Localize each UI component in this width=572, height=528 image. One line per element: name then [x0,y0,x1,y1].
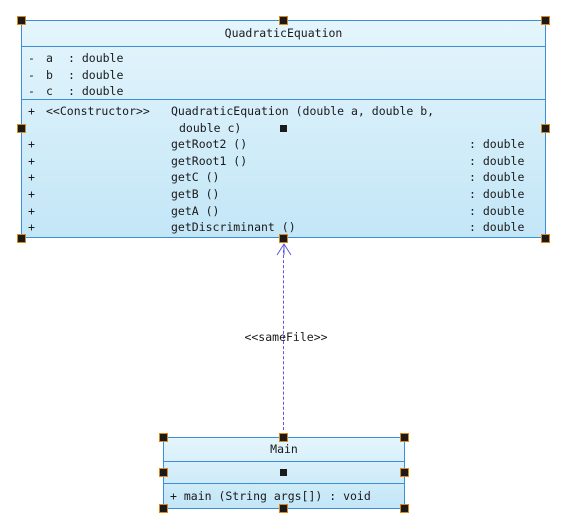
dependency-line[interactable] [283,250,284,430]
method-row[interactable]: + main (String args[]) : void [170,489,371,503]
resize-handle[interactable] [542,17,549,24]
constructor-row[interactable]: + <<Constructor>> QuadraticEquation (dou… [28,104,435,118]
attribute-row[interactable]: - c : double [28,84,124,99]
resize-handle[interactable] [542,235,549,242]
center-handle[interactable] [280,125,287,132]
operation-section: + main (String args[]) : void [164,484,404,509]
constructor-row-continued: double c) [179,120,242,135]
attribute-row[interactable]: - b : double [28,67,124,82]
resize-handle[interactable] [401,434,408,441]
center-handle[interactable] [280,469,287,476]
dependency-arrowhead [276,243,292,256]
class-name: QuadraticEquation [22,21,545,47]
resize-handle[interactable] [160,469,167,476]
class-quadratic-equation[interactable]: QuadraticEquation - a : double - b : dou… [21,20,546,238]
resize-handle[interactable] [401,469,408,476]
method-row[interactable]: + getC () : double [28,170,525,185]
resize-handle[interactable] [401,505,408,512]
resize-handle[interactable] [280,505,287,512]
resize-handle[interactable] [18,235,25,242]
attribute-section: - a : double - b : double - c : double [22,47,545,100]
dependency-stereotype: <<sameFile>> [244,330,328,344]
class-name: Main [164,438,404,462]
resize-handle[interactable] [160,434,167,441]
class-main[interactable]: Main + main (String args[]) : void [163,437,405,509]
method-row[interactable]: + getA () : double [28,203,525,218]
operation-section: + <<Constructor>> QuadraticEquation (dou… [22,100,545,239]
resize-handle[interactable] [280,235,287,242]
method-row[interactable]: + getB () : double [28,186,525,201]
resize-handle[interactable] [280,17,287,24]
attribute-section [164,462,404,484]
resize-handle[interactable] [280,434,287,441]
resize-handle[interactable] [542,125,549,132]
resize-handle[interactable] [160,505,167,512]
resize-handle[interactable] [18,125,25,132]
method-row[interactable]: + getRoot2 () : double [28,137,525,152]
resize-handle[interactable] [18,17,25,24]
method-row[interactable]: + getRoot1 () : double [28,153,525,168]
method-row[interactable]: + getDiscriminant () : double [28,220,525,235]
attribute-row[interactable]: - a : double [28,51,124,65]
